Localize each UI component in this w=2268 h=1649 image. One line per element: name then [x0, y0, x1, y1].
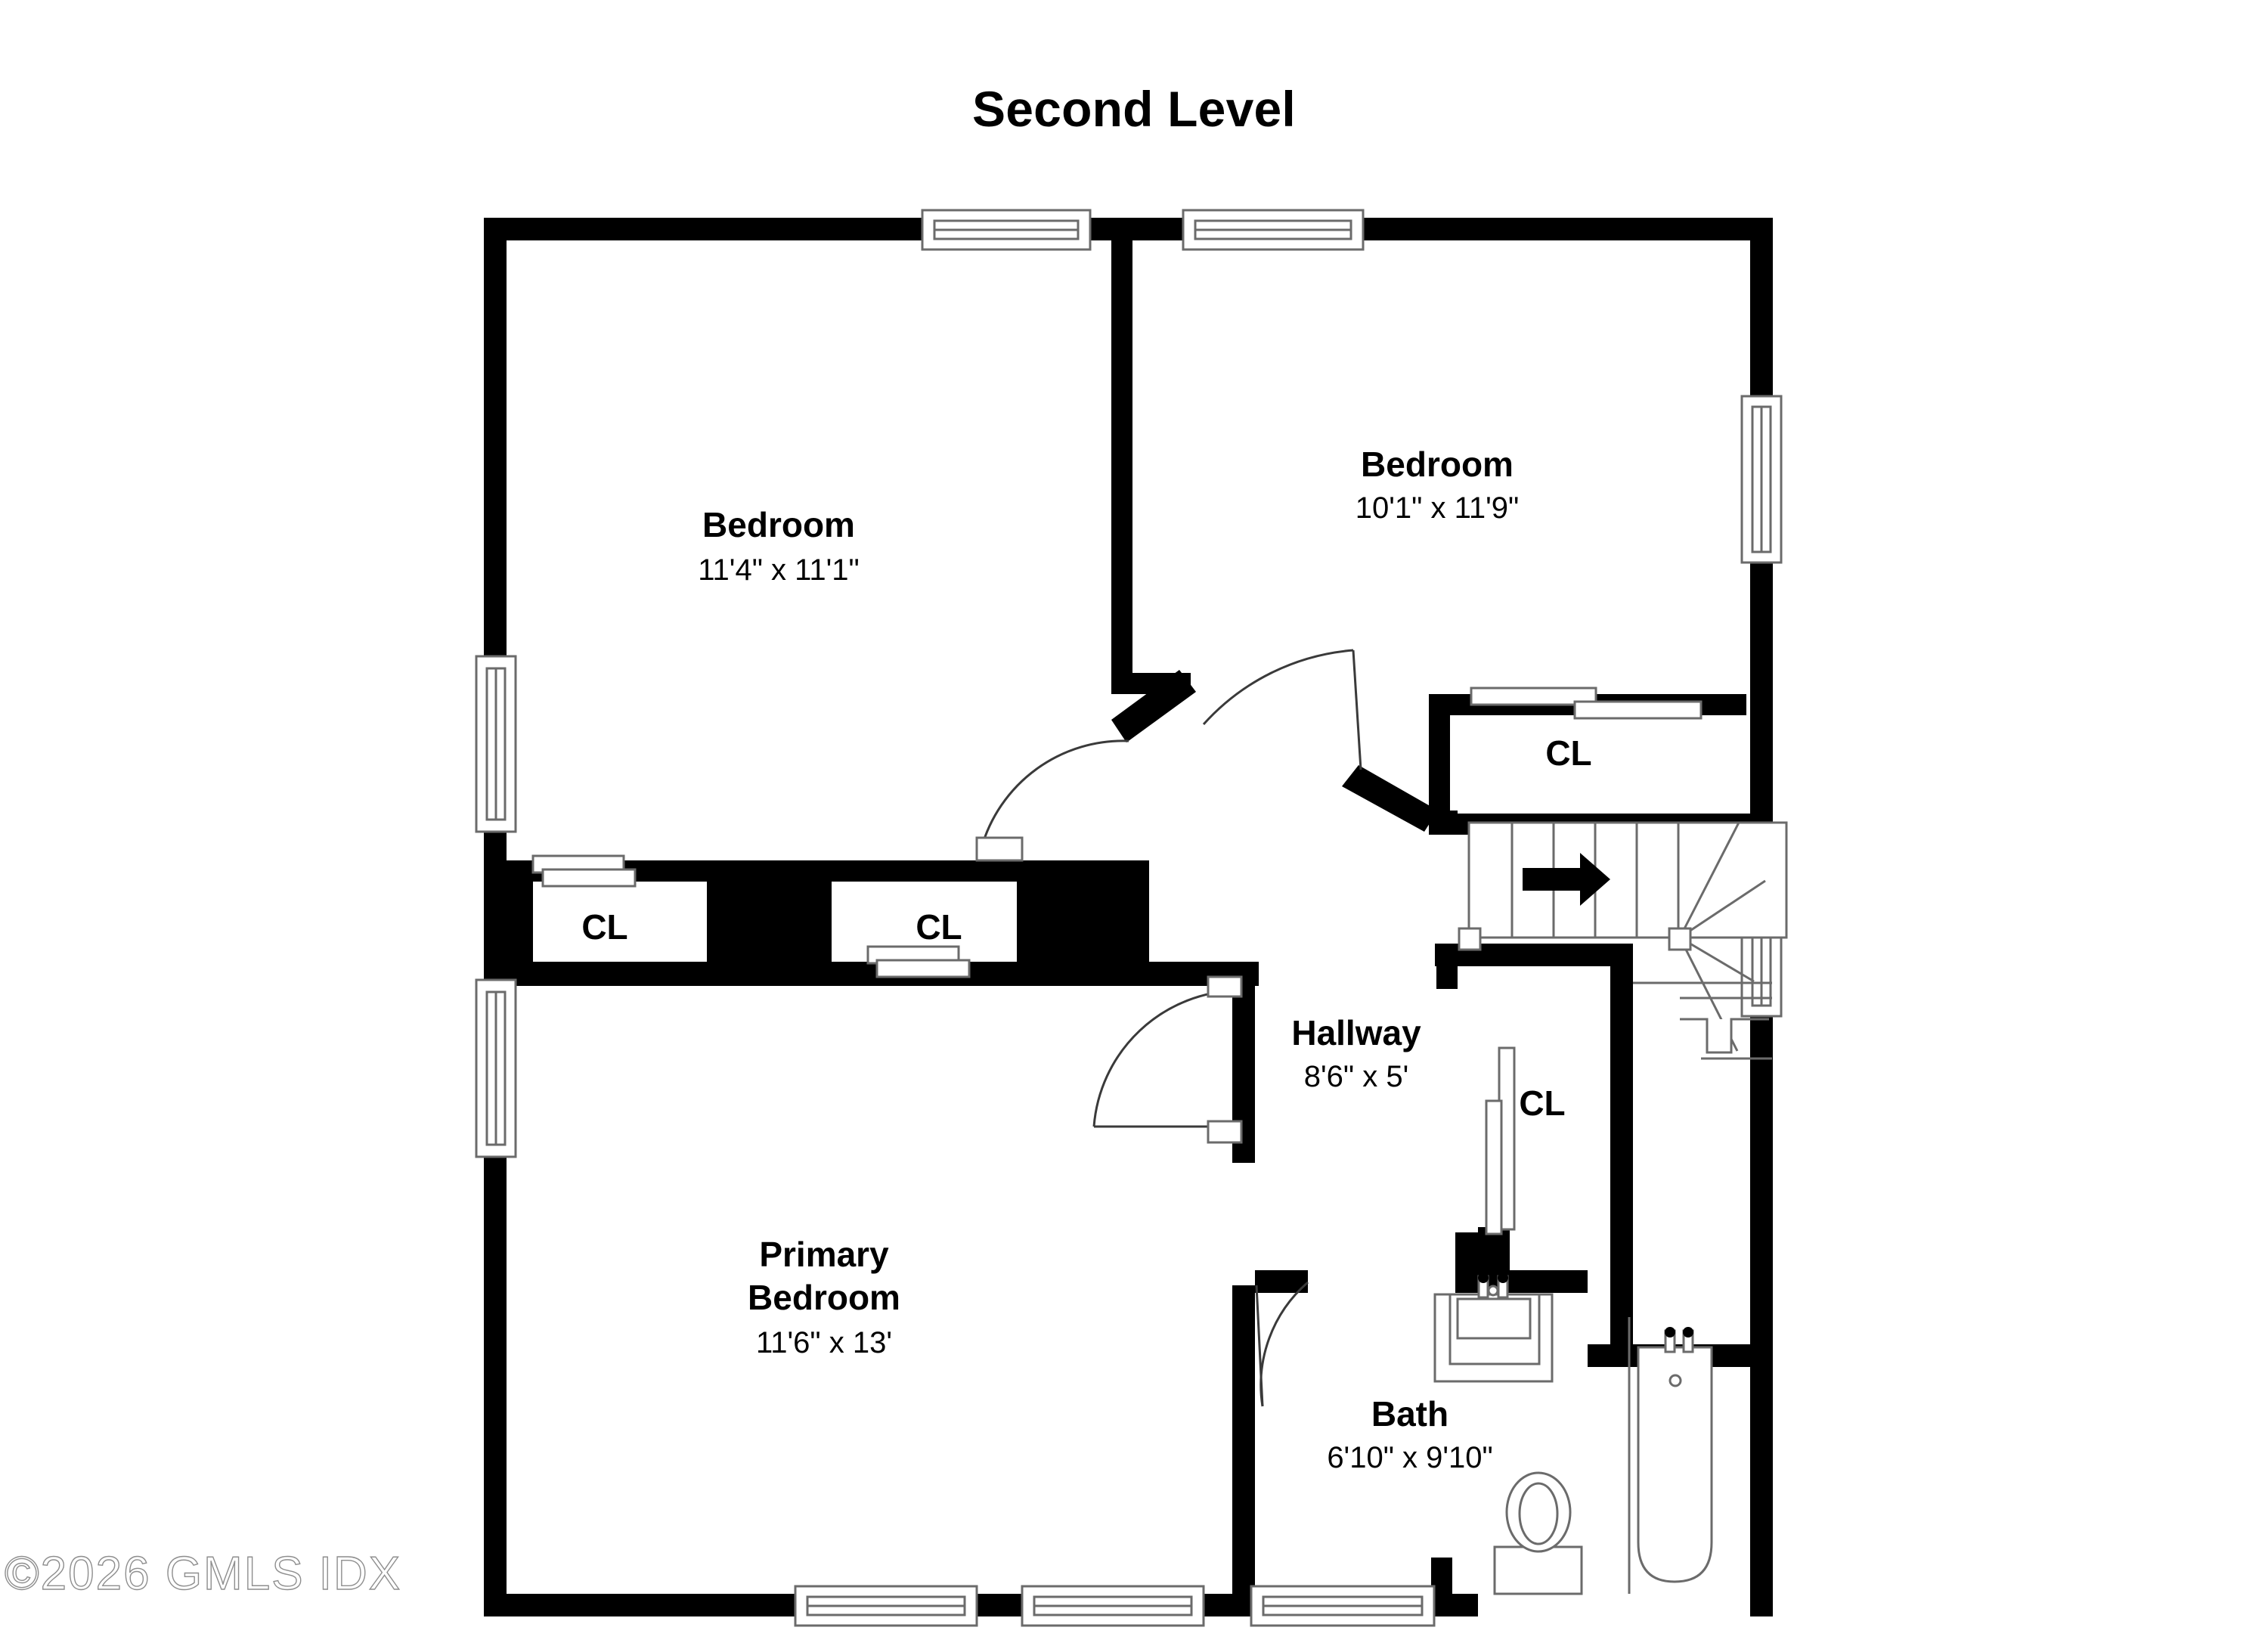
closet-label-bedroom-right: CL	[1545, 733, 1591, 773]
wall-hall-right	[1610, 944, 1633, 1367]
stair-run	[1467, 821, 1788, 939]
primary-bedroom-name-line2: Bedroom	[748, 1278, 900, 1317]
tub-basin	[1637, 1346, 1713, 1583]
door-bath-leaf	[1255, 1285, 1264, 1407]
wall-bath-top-stub	[1455, 1232, 1478, 1293]
window-left-1	[475, 655, 517, 833]
wall-stair-nub	[1435, 811, 1458, 833]
room-label-bath: Bath 6'10" x 9'10"	[1327, 1394, 1492, 1474]
door-primary-arc	[1092, 989, 1239, 1127]
wall-top-mid	[1089, 218, 1183, 240]
wall-bottom-e	[1750, 1594, 1773, 1616]
door-bedroom-right-leaf	[1352, 649, 1362, 770]
wall-right-upper	[1750, 218, 1773, 398]
wall-bottom-a	[484, 1594, 798, 1616]
stairs	[1458, 821, 1788, 1060]
window-right-1	[1740, 395, 1783, 564]
stair-direction-arrow	[1523, 853, 1610, 906]
window-left-2	[475, 978, 517, 1158]
wall-angled-left	[1111, 670, 1196, 742]
swing-doors	[975, 649, 1362, 1407]
bedroom-right-dimensions: 10'1" x 11'9"	[1356, 491, 1519, 525]
page-title: Second Level	[972, 81, 1296, 137]
bath-name: Bath	[1371, 1394, 1448, 1434]
room-label-bedroom-left: Bedroom 11'4" x 11'1"	[698, 505, 859, 587]
closet-door-hall-b	[1485, 1099, 1503, 1235]
bathtub-icon	[1628, 1317, 1713, 1594]
door-bath-arc	[1259, 1281, 1309, 1407]
room-label-primary-bedroom: Primary Bedroom 11'6" x 13'	[748, 1235, 900, 1359]
closet-label-hallway: CL	[1519, 1083, 1565, 1123]
wall-angled-right	[1342, 765, 1438, 832]
closet-door-br-b	[1573, 700, 1703, 720]
bedroom-left-name: Bedroom	[702, 505, 855, 544]
wall-mid-band-right	[1126, 860, 1149, 986]
wall-left-upper	[484, 218, 507, 658]
wall-bottom-b	[975, 1594, 1024, 1616]
window-bottom-2	[1021, 1585, 1205, 1627]
closet-door-br-a	[1470, 687, 1597, 706]
bedroom-left-dimensions: 11'4" x 11'1"	[698, 553, 859, 587]
stair-winder	[1458, 822, 1772, 1060]
room-label-hallway: Hallway 8'6" x 5'	[1291, 1013, 1421, 1093]
closet-door-east-b	[875, 959, 971, 978]
toilet-icon	[1493, 1471, 1583, 1595]
primary-bedroom-dimensions: 11'6" x 13'	[756, 1326, 892, 1359]
wall-mid-block-1	[499, 882, 533, 963]
door-bedroom-left-jamb	[975, 836, 1024, 862]
wall-bedroom-divider	[1111, 218, 1132, 694]
bathtub-tap-knobs	[1665, 1327, 1693, 1337]
primary-bedroom-name-line1: Primary	[759, 1235, 889, 1274]
tub-drain	[1668, 1374, 1682, 1387]
wall-primary-east-2	[1232, 1285, 1255, 1616]
window-top-1	[921, 209, 1092, 251]
closet-label-east: CL	[916, 907, 962, 947]
sink-basin	[1456, 1297, 1532, 1340]
sink-icon	[1433, 1275, 1554, 1383]
door-primary-jamb-bottom	[1207, 1120, 1243, 1144]
door-bedroom-right-arc	[1202, 649, 1354, 726]
wall-mid-block-2	[707, 860, 832, 986]
sink-drain	[1487, 1285, 1499, 1297]
door-primary-jamb-top	[1207, 975, 1243, 998]
wall-top-right	[1361, 218, 1773, 240]
closet-door-west-b	[541, 868, 637, 888]
window-bottom-3	[1250, 1585, 1436, 1627]
bedroom-right-name: Bedroom	[1361, 445, 1514, 484]
wall-top-left-a	[484, 218, 922, 240]
hallway-dimensions: 8'6" x 5'	[1304, 1060, 1408, 1093]
sink-tap-knobs	[1478, 1272, 1508, 1283]
toilet-bowl-inner	[1518, 1482, 1559, 1545]
closet-label-west: CL	[581, 907, 627, 947]
window-top-2	[1182, 209, 1365, 251]
wall-right-mid	[1750, 559, 1773, 839]
wall-left-lower	[484, 1155, 507, 1616]
copyright-watermark: ©2026 GMLS IDX	[4, 1547, 402, 1600]
wall-right-lower	[1750, 1013, 1773, 1616]
hallway-name: Hallway	[1291, 1013, 1421, 1052]
windows	[475, 209, 1783, 1627]
room-label-bedroom-right: Bedroom 10'1" x 11'9"	[1356, 445, 1519, 525]
window-bottom-1	[794, 1585, 978, 1627]
closet-doors	[531, 687, 1703, 1235]
toilet-tank	[1493, 1545, 1583, 1595]
door-bedroom-left-arc	[980, 739, 1129, 849]
bath-dimensions: 6'10" x 9'10"	[1327, 1441, 1492, 1474]
